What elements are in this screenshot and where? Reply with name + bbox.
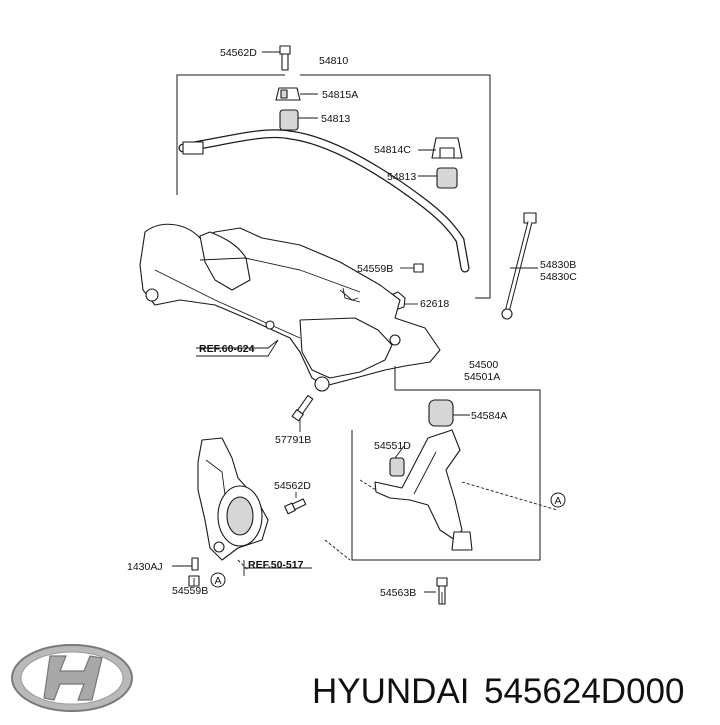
bushing-584-part	[428, 399, 454, 427]
bolt-1430-part	[191, 557, 199, 571]
marker-a-knuckle-text: A	[214, 575, 221, 587]
stabilizer-link	[501, 212, 537, 320]
nut-link-part	[413, 263, 424, 273]
label-arm-a: 54501A	[464, 371, 500, 383]
label-link-b: 54830B	[540, 259, 576, 271]
label-nut-link: 54559B	[357, 263, 393, 275]
stabilizer-bar	[178, 129, 470, 273]
brand-name: HYUNDAI	[312, 672, 470, 711]
ref-60-arrow	[196, 339, 279, 357]
part-number: 545624D000	[484, 672, 684, 711]
label-ref-50: REF.50-517	[248, 559, 304, 571]
label-bushing-right: 54813	[387, 171, 416, 183]
label-bolt-top: 54562D	[220, 47, 257, 59]
bushing-left-part	[275, 87, 301, 131]
top-bolt	[279, 45, 291, 71]
label-bolt-577: 57791B	[275, 434, 311, 446]
label-bracket-a: 54815A	[322, 89, 358, 101]
bar-end-link-eye	[182, 141, 204, 155]
label-bushing-551: 54551D	[374, 440, 411, 452]
stabilizer-group-frame	[176, 74, 491, 299]
lower-control-arm	[374, 399, 473, 551]
marker-a-knuckle	[210, 572, 226, 588]
label-bushing-left: 54813	[321, 113, 350, 125]
marker-a-right	[550, 492, 566, 508]
hyundai-logo	[11, 644, 133, 712]
label-clamp-c: 54814C	[374, 144, 411, 156]
marker-a-right-text: A	[554, 495, 561, 507]
bushing-right-part	[431, 137, 463, 189]
steering-knuckle	[197, 437, 269, 561]
lower-arm-group-frame	[351, 368, 541, 561]
bushing-551-part	[389, 457, 405, 477]
bolt-577-part	[291, 394, 314, 422]
label-bushing-584: 54584A	[471, 410, 507, 422]
label-ref-60: REF.60-624	[199, 343, 255, 355]
front-subframe	[139, 223, 441, 392]
bolt-mid-part	[284, 498, 307, 515]
label-nut-626: 62618	[420, 298, 449, 310]
label-bolt-563: 54563B	[380, 587, 416, 599]
label-stabilizer-bar: 54810	[319, 55, 348, 67]
label-nut-bottom: 54559B	[172, 585, 208, 597]
label-link-c: 54830C	[540, 271, 577, 283]
ref-50-bracket	[243, 560, 312, 576]
label-arm-main: 54500	[469, 359, 498, 371]
label-bolt-1430: 1430AJ	[127, 561, 163, 573]
label-bolt-mid: 54562D	[274, 480, 311, 492]
